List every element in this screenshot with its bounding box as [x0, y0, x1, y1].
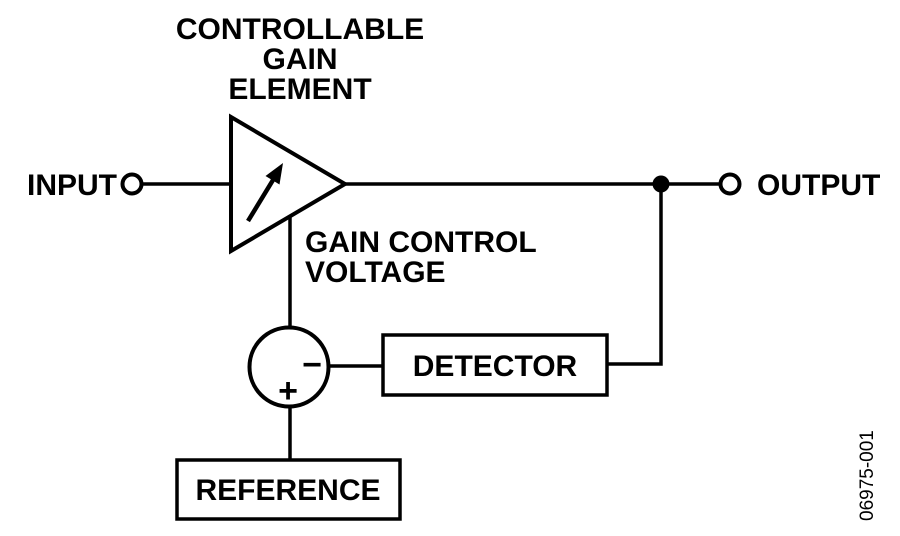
gain-control-voltage-label-line1: GAIN CONTROL: [305, 226, 537, 259]
summing-plus-sign: +: [278, 372, 298, 410]
feedback-wire: [607, 184, 663, 366]
output-label: OUTPUT: [757, 169, 880, 202]
summing-junction-circle: [247, 325, 331, 409]
gain-element-title-line2: GAIN: [263, 43, 338, 76]
junction-dot: [652, 175, 670, 193]
output-terminal-circle: [718, 172, 742, 196]
gain-element-title-line1: CONTROLLABLE: [176, 13, 424, 46]
amplifier-triangle: [229, 113, 349, 255]
gain-element-title-line3: ELEMENT: [228, 73, 371, 106]
reference-box: [175, 458, 402, 521]
gain-control-voltage-label-line2: VOLTAGE: [305, 256, 446, 289]
input-label: INPUT: [27, 169, 117, 202]
reference-label: REFERENCE: [195, 474, 380, 507]
detector-label: DETECTOR: [413, 350, 578, 383]
detector-box: [381, 333, 609, 397]
input-terminal-circle: [120, 172, 144, 196]
summing-minus-sign: −: [302, 346, 322, 384]
figure-number: 06975-001: [857, 430, 878, 521]
variable-gain-arrow-head: [265, 163, 283, 185]
variable-gain-arrow-shaft: [246, 178, 275, 223]
